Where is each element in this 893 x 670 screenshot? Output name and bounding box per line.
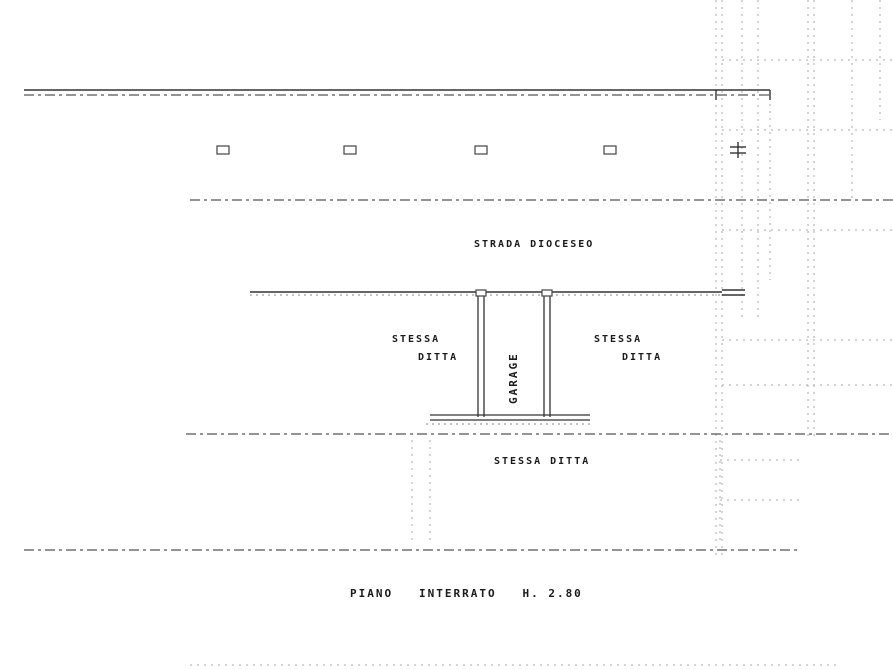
pillar-4: [603, 145, 617, 155]
pillar-2: [343, 145, 357, 155]
pillar-1: [216, 145, 230, 155]
left-owner-label-line2: DITTA: [418, 352, 458, 363]
pillar-row: [216, 142, 746, 158]
garage-label: GARAGE: [507, 352, 520, 404]
pillar-3: [474, 145, 488, 155]
bottom-owner-label: STESSA DITTA: [494, 456, 590, 467]
floor-title: PIANO INTERRATO H. 2.80: [350, 587, 583, 600]
pillar-5: [730, 142, 746, 158]
street-label: STRADA DIOCESEO: [474, 239, 594, 250]
right-owner-label-line1: STESSA: [594, 334, 642, 345]
right-owner-label-line2: DITTA: [622, 352, 662, 363]
top-boundary-line: [24, 89, 771, 100]
right-column-grid: [715, 0, 893, 560]
building-front-line: [250, 289, 745, 296]
left-owner-label-line1: STESSA: [392, 334, 440, 345]
garage-walls: [426, 289, 590, 425]
